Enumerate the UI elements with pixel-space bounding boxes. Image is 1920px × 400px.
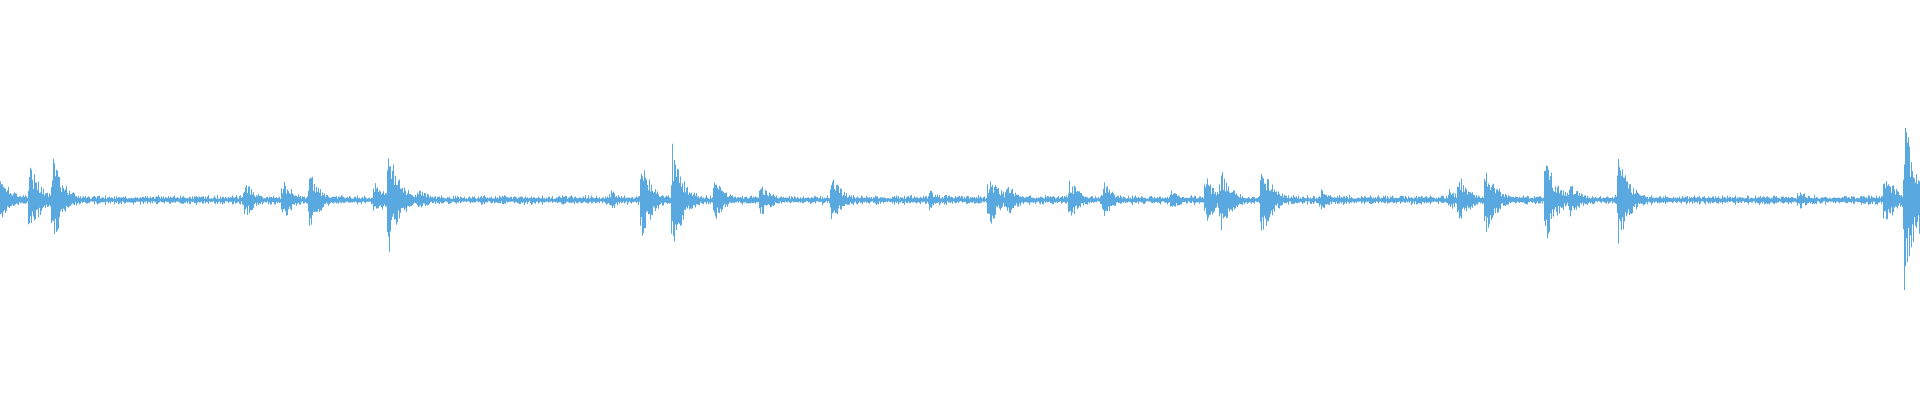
waveform-bars [0,127,1920,291]
waveform-path [0,127,1920,291]
